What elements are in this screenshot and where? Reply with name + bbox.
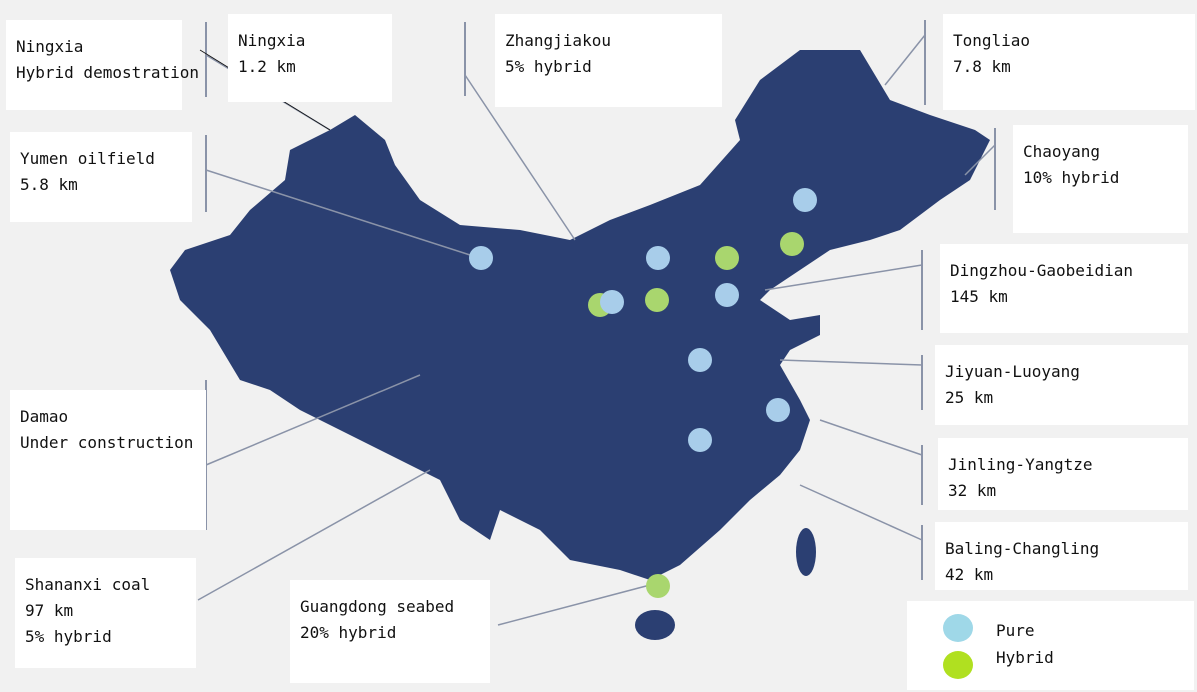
pure-site-marker xyxy=(646,246,670,270)
callout-baling: Baling-Changling 42 km xyxy=(935,522,1188,590)
callout-text: Chaoyang xyxy=(1023,142,1101,161)
pure-site-marker xyxy=(766,398,790,422)
callout-text: Dingzhou-Gaobeidian xyxy=(950,261,1134,280)
callout-text: 5% hybrid xyxy=(25,627,112,646)
leader-line xyxy=(799,484,923,541)
pure-site-marker xyxy=(793,188,817,212)
callout-text: Jiyuan-Luoyang xyxy=(945,362,1080,381)
callout-guangdong: Guangdong seabed 20% hybrid xyxy=(290,580,490,683)
callout-text: Yumen oilfield xyxy=(20,149,155,168)
callout-chaoyang: Chaoyang 10% hybrid xyxy=(1013,125,1188,233)
callout-ningxia: Ningxia 1.2 km xyxy=(228,14,392,102)
callout-yumen: Yumen oilfield 5.8 km xyxy=(10,132,192,222)
pure-site-marker xyxy=(688,348,712,372)
china-outline xyxy=(170,50,990,580)
leader-line xyxy=(205,169,471,256)
leader-line xyxy=(764,264,923,291)
callout-text: 5% hybrid xyxy=(505,57,592,76)
leader-line xyxy=(497,584,651,626)
callout-text: 42 km xyxy=(945,565,994,584)
callout-text: Tongliao xyxy=(953,31,1031,50)
legend: Pure Hybrid xyxy=(907,601,1194,690)
callout-text: Guangdong seabed xyxy=(300,597,455,616)
leader-line xyxy=(779,359,923,366)
callout-text: 7.8 km xyxy=(953,57,1011,76)
callout-text: 32 km xyxy=(948,481,997,500)
callout-text: 5.8 km xyxy=(20,175,78,194)
callout-tongliao: Tongliao 7.8 km xyxy=(943,14,1195,110)
hainan-island xyxy=(635,610,675,640)
callout-shananxi: Shananxi coal 97 km 5% hybrid xyxy=(15,558,196,668)
callout-text: 1.2 km xyxy=(238,57,296,76)
leader-line xyxy=(197,469,431,601)
hybrid-site-marker xyxy=(715,246,739,270)
callout-text: 25 km xyxy=(945,388,994,407)
callout-text: Damao xyxy=(20,407,69,426)
callout-dingzhou: Dingzhou-Gaobeidian 145 km xyxy=(940,244,1188,333)
hybrid-site-marker xyxy=(780,232,804,256)
leader-line xyxy=(964,144,996,176)
legend-hybrid-icon xyxy=(943,651,973,679)
callout-jinling: Jinling-Yangtze 32 km xyxy=(938,438,1188,510)
callout-text: Jinling-Yangtze xyxy=(948,455,1093,474)
callout-jiyuan: Jiyuan-Luoyang 25 km xyxy=(935,345,1188,425)
callout-text: 97 km xyxy=(25,601,74,620)
leader-line xyxy=(819,419,923,456)
pure-site-marker xyxy=(688,428,712,452)
callout-text: Hybrid demostration xyxy=(16,63,200,82)
leader-line xyxy=(464,74,576,241)
callout-text: 20% hybrid xyxy=(300,623,397,642)
callout-text: 145 km xyxy=(950,287,1008,306)
callout-text: Ningxia xyxy=(16,37,84,56)
pure-site-marker xyxy=(469,246,493,270)
callout-text: Ningxia xyxy=(238,31,306,50)
callout-text: Baling-Changling xyxy=(945,539,1100,558)
callout-text: Shananxi coal xyxy=(25,575,151,594)
taiwan-island xyxy=(796,528,816,576)
hybrid-site-marker xyxy=(645,288,669,312)
callout-zhangjiakou: Zhangjiakou 5% hybrid xyxy=(495,14,722,107)
pure-site-marker xyxy=(600,290,624,314)
callout-text: 10% hybrid xyxy=(1023,168,1120,187)
callout-text: Zhangjiakou xyxy=(505,31,611,50)
leader-line xyxy=(884,34,926,86)
legend-pure-icon xyxy=(943,614,973,642)
legend-hybrid-label: Hybrid xyxy=(996,648,1054,667)
pure-site-marker xyxy=(715,283,739,307)
leader-line xyxy=(205,374,421,466)
legend-pure-label: Pure xyxy=(996,621,1035,640)
callout-text: Under construction xyxy=(20,433,194,452)
hybrid-site-marker xyxy=(646,574,670,598)
